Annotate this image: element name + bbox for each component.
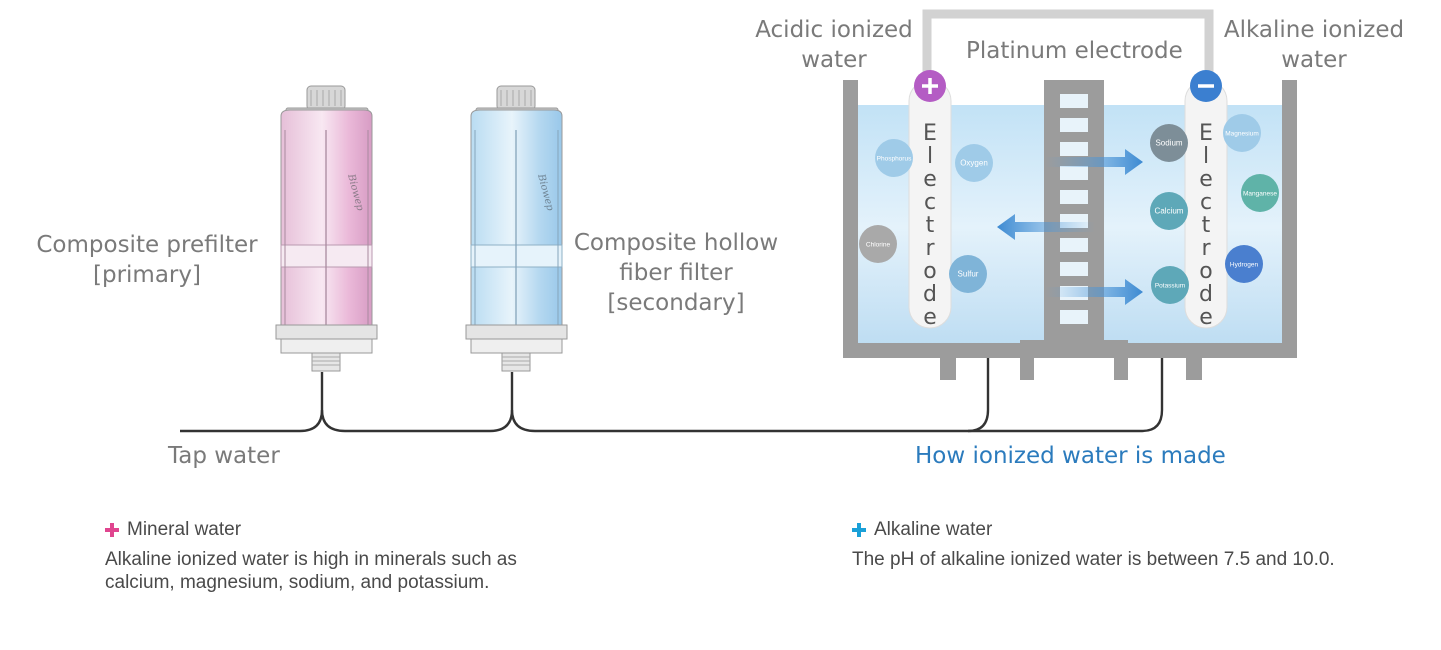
anode-electrode-letter: o	[923, 259, 936, 284]
cathode-electrode-letter: d	[1199, 282, 1213, 307]
how-made-caption: How ionized water is made	[915, 443, 1226, 469]
ion-phosphorus: Phosphorus	[875, 139, 913, 177]
ion-hydrogen: Hydrogen	[1225, 245, 1263, 283]
cathode-electrode-letter: r	[1201, 236, 1211, 261]
mineral-water-text: Alkaline ionized water is high in minera…	[105, 549, 517, 593]
anode-electrode-letter: E	[923, 121, 937, 146]
alkaline-water-heading: Alkaline water	[852, 519, 992, 541]
cathode-electrode-letter: E	[1199, 121, 1213, 146]
composite-prefilter: Biowep	[275, 85, 378, 372]
ion-manganese: Manganese	[1241, 174, 1279, 212]
svg-text:Magnesium: Magnesium	[1225, 131, 1259, 138]
svg-text:Oxygen: Oxygen	[960, 159, 988, 168]
ion-oxygen: Oxygen	[955, 144, 993, 182]
anode-electrode-letter: r	[925, 236, 935, 261]
alkaline-water-text: The pH of alkaline ionized water is betw…	[852, 549, 1335, 570]
acidic-water-label: Acidic ionized water	[755, 17, 913, 73]
prefilter-label: Composite prefilter [primary]	[36, 232, 258, 288]
ion-potassium: Potassium	[1151, 266, 1189, 304]
hollow-filter-label: Composite hollow fiber filter [secondary…	[573, 230, 779, 316]
platinum-electrode-label: Platinum electrode	[966, 38, 1183, 64]
anode-electrode-letter: e	[923, 305, 937, 330]
cathode-electrode-letter: t	[1202, 213, 1211, 238]
svg-text:Manganese: Manganese	[1243, 191, 1277, 198]
blue-plus-icon	[852, 522, 866, 537]
composite-hollow-fiber-filter: Biowep	[465, 85, 568, 372]
ion-sulfur: Sulfur	[949, 255, 987, 293]
cathode-electrode-letter: l	[1203, 144, 1209, 169]
anode-electrode-letter: c	[924, 190, 936, 215]
anode-electrode-letter: t	[926, 213, 935, 238]
tap-water-label: Tap water	[168, 443, 280, 469]
anode-electrode-letter: d	[923, 282, 937, 307]
mineral-water-heading: Mineral water	[105, 519, 241, 541]
water-pipes	[180, 355, 1164, 433]
ion-chlorine: Chlorine	[859, 225, 897, 263]
svg-text:Phosphorus: Phosphorus	[877, 156, 912, 163]
cathode-electrode-letter: c	[1200, 190, 1212, 215]
cathode-electrode-letter: e	[1199, 167, 1213, 192]
cathode-electrode-letter: o	[1199, 259, 1212, 284]
svg-text:Potassium: Potassium	[1155, 283, 1185, 290]
svg-text:Sulfur: Sulfur	[958, 270, 979, 279]
svg-text:Chlorine: Chlorine	[866, 242, 891, 249]
ion-calcium: Calcium	[1150, 192, 1188, 230]
anode-electrode-letter: e	[923, 167, 937, 192]
ion-flow-arrows	[997, 149, 1143, 305]
svg-text:Sodium: Sodium	[1155, 139, 1182, 148]
ion-magnesium: Magnesium	[1223, 114, 1261, 152]
anode-electrode-letter: l	[927, 144, 933, 169]
svg-text:Hydrogen: Hydrogen	[1230, 262, 1259, 269]
alkaline-water-label: Alkaline ionized water	[1223, 17, 1405, 73]
ion-sodium: Sodium	[1150, 124, 1188, 162]
cathode-electrode-letter: e	[1199, 305, 1213, 330]
svg-text:Calcium: Calcium	[1155, 207, 1184, 216]
pink-plus-icon	[105, 522, 119, 537]
